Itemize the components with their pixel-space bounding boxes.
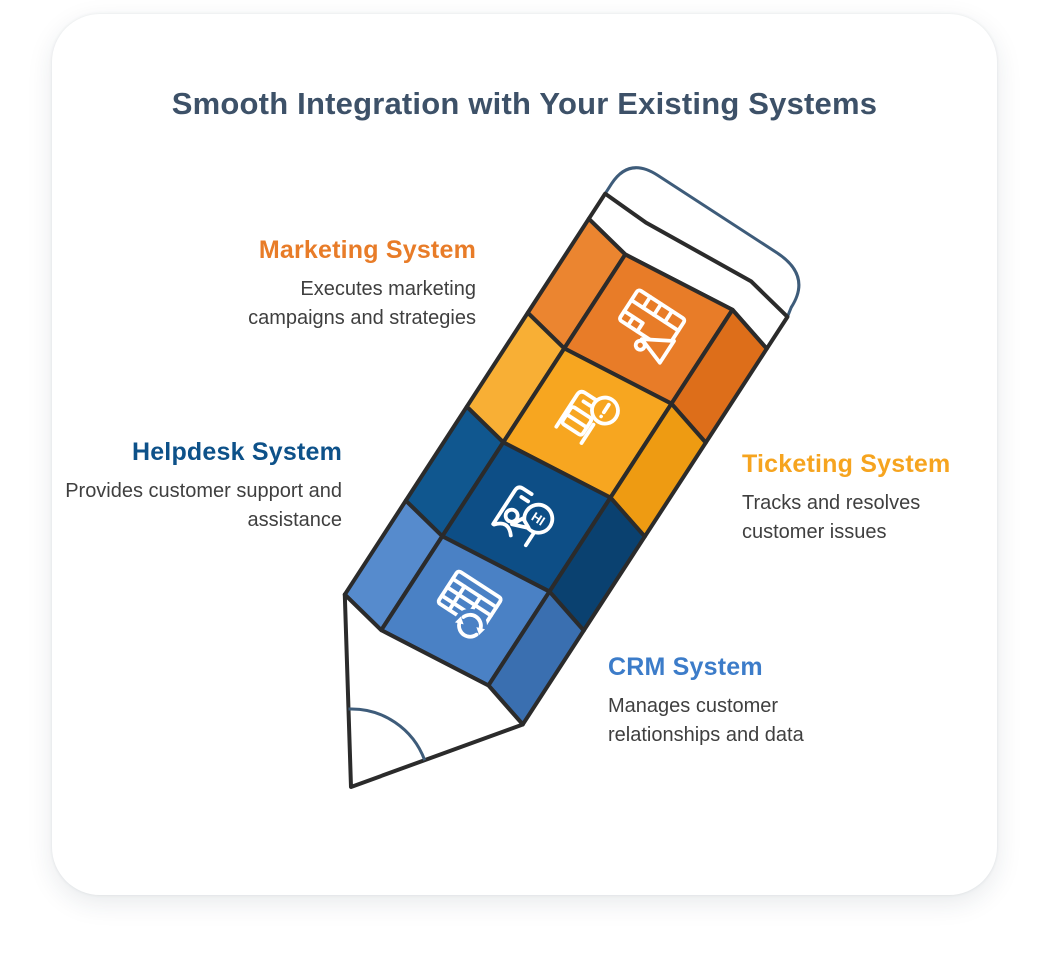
label-block-marketing: Marketing System Executes marketing camp… [214, 236, 476, 333]
helpdesk-system-description: Provides customer support and assistance [65, 480, 342, 531]
crm-system-heading: CRM System [608, 653, 763, 681]
page-title: Smooth Integration with Your Existing Sy… [171, 86, 878, 121]
marketing-system-description: Executes marketing campaigns and strateg… [248, 278, 476, 329]
label-block-ticketing: Ticketing System Tracks and resolves cus… [742, 450, 954, 547]
helpdesk-system-heading: Helpdesk System [131, 438, 342, 466]
label-block-crm: CRM System Manages customer relationship… [608, 653, 846, 750]
ticketing-system-heading: Ticketing System [742, 450, 951, 478]
marketing-system-heading: Marketing System [258, 236, 476, 264]
ticketing-system-description: Tracks and resolves customer issues [742, 492, 921, 543]
crm-system-description: Manages customer relationships and data [608, 695, 804, 746]
label-block-helpdesk: Helpdesk System Provides customer suppor… [62, 438, 342, 535]
